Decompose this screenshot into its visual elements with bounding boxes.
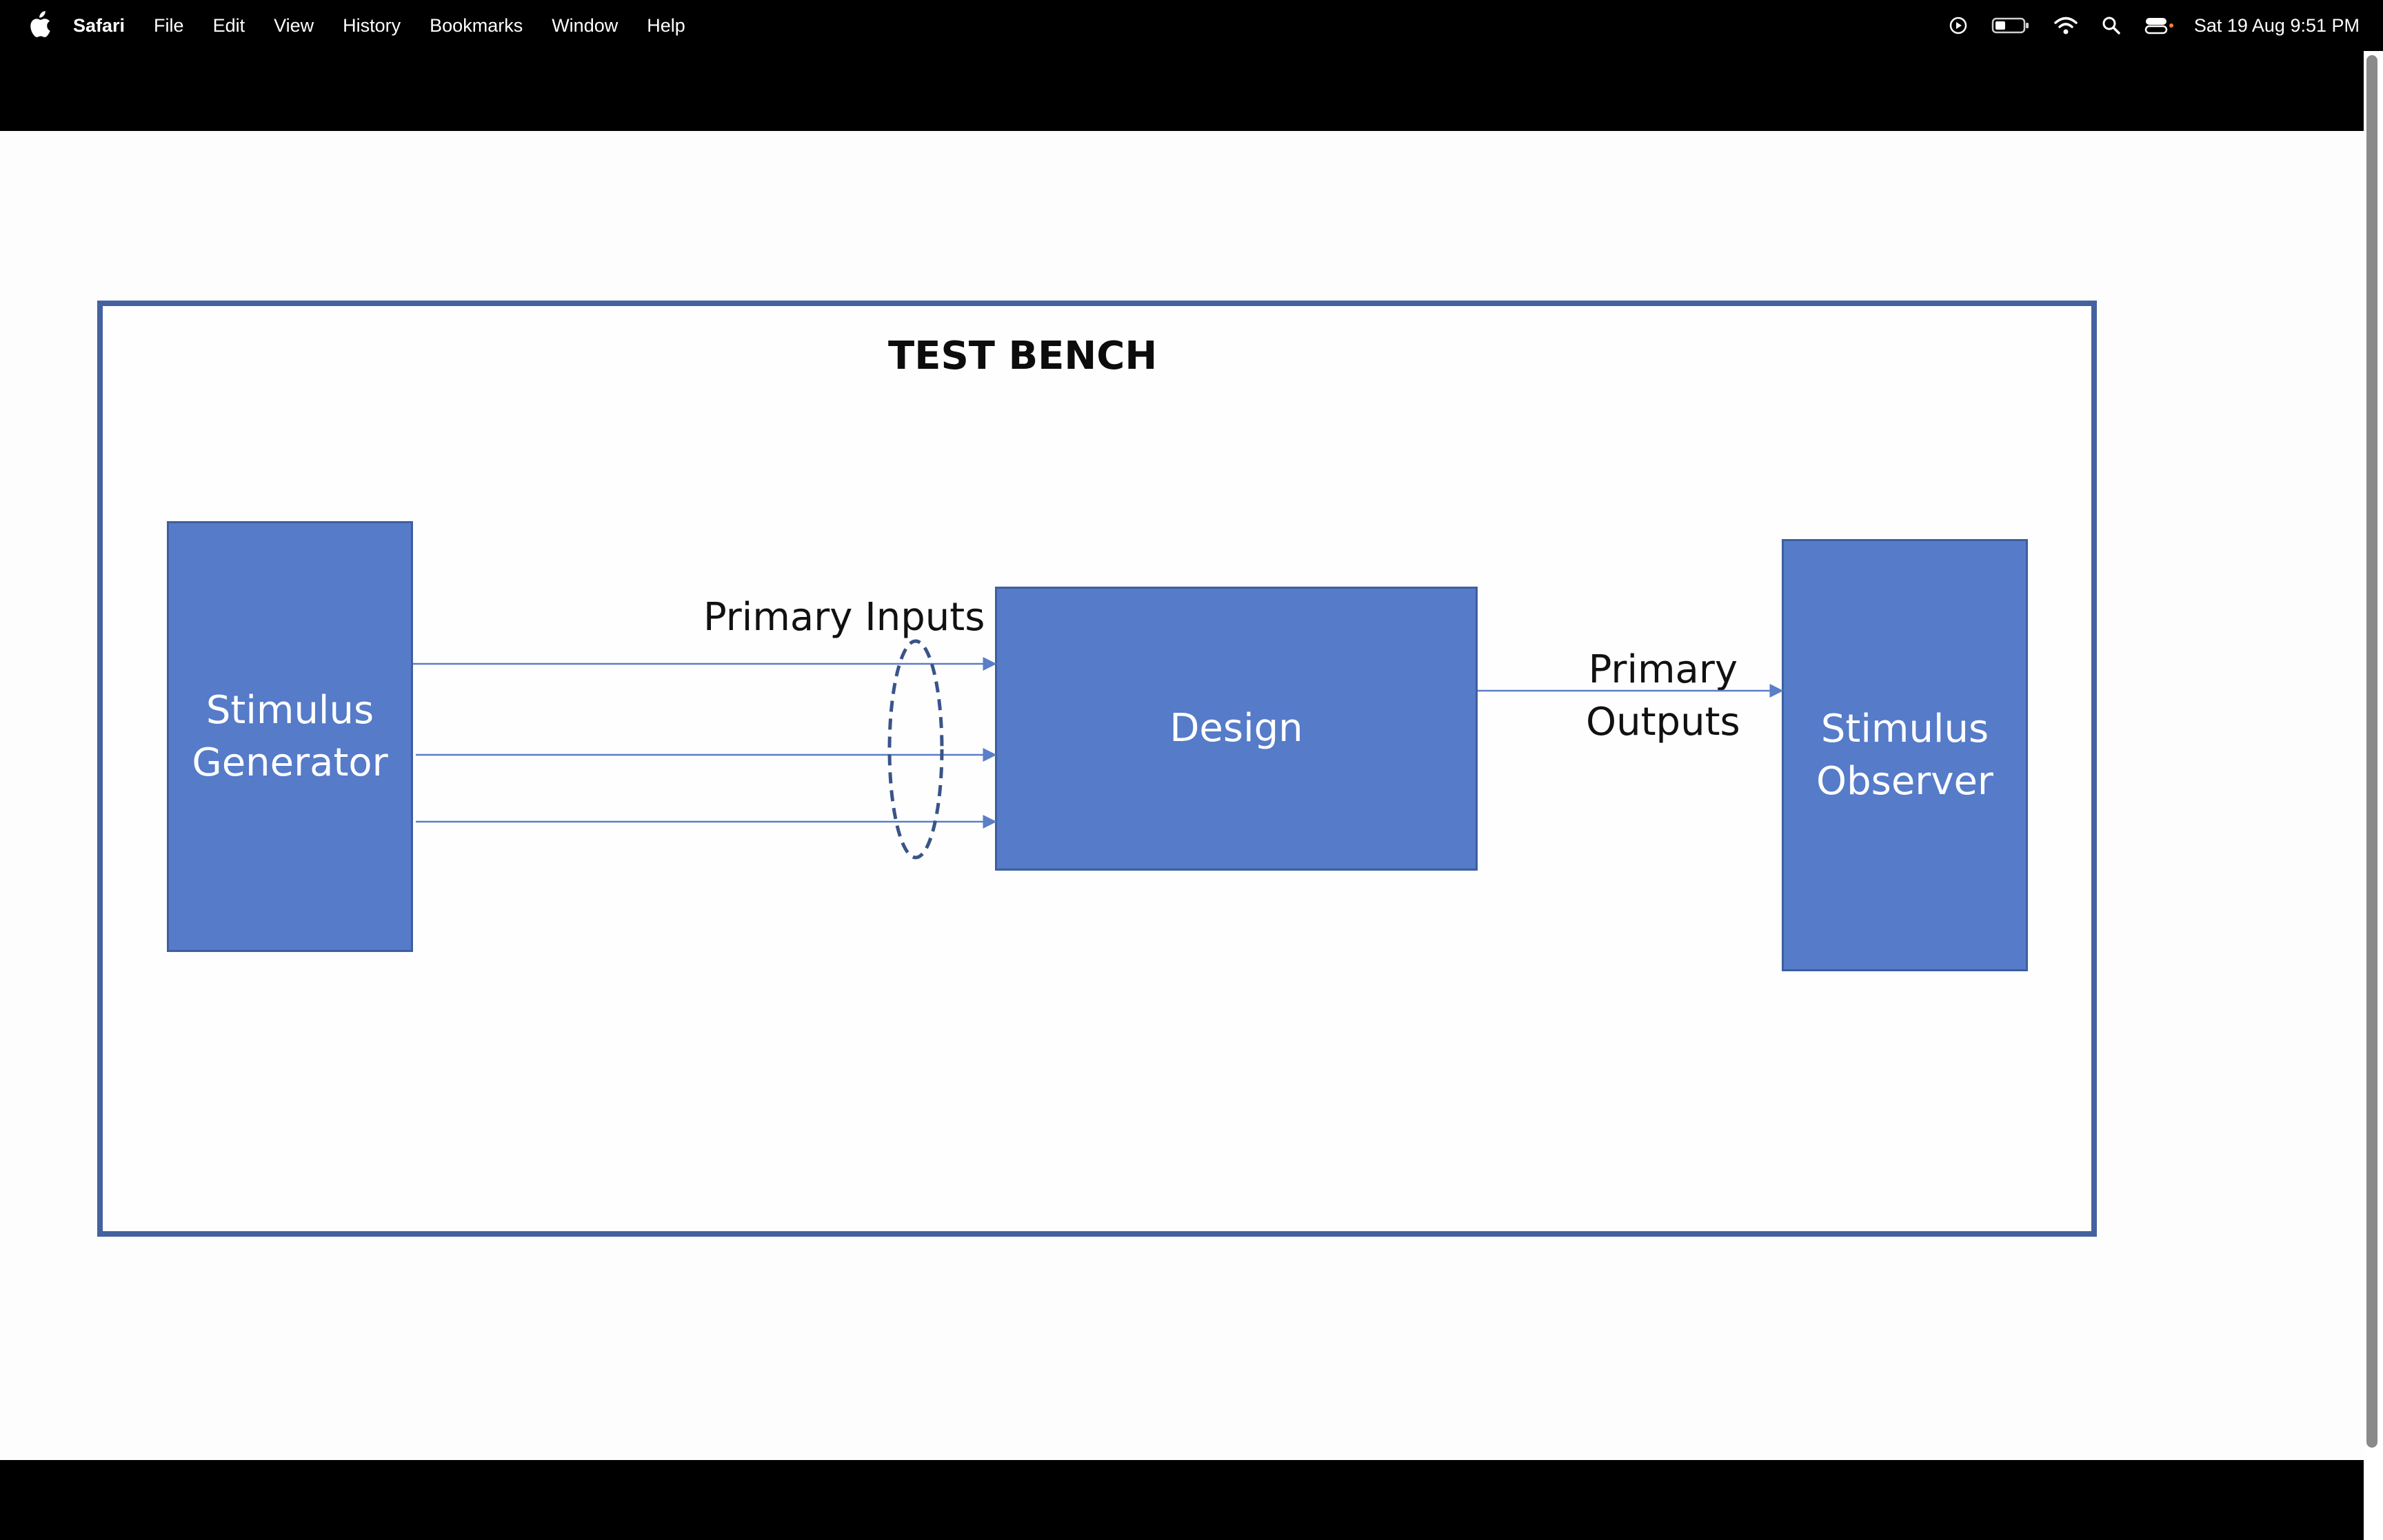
primary-outputs-label: Primary Outputs bbox=[1586, 644, 1740, 749]
spotlight-search-icon[interactable] bbox=[2102, 16, 2121, 35]
design-block: Design bbox=[995, 587, 1478, 871]
wifi-icon[interactable] bbox=[2053, 16, 2078, 35]
stimulus-observer-label-line2: Observer bbox=[1816, 758, 1993, 804]
stimulus-generator-block: Stimulus Generator bbox=[167, 521, 413, 952]
stimulus-observer-label-line1: Stimulus bbox=[1820, 706, 1989, 751]
apple-logo-icon[interactable] bbox=[28, 11, 51, 39]
screen-record-icon[interactable] bbox=[1949, 16, 1968, 35]
menu-file[interactable]: File bbox=[154, 14, 184, 36]
menu-bar: Safari File Edit View History Bookmarks … bbox=[0, 0, 2383, 51]
control-center-icon[interactable] bbox=[2144, 16, 2175, 35]
stimulus-generator-label-line1: Stimulus bbox=[205, 687, 374, 733]
scrollbar-thumb[interactable] bbox=[2366, 55, 2377, 1448]
menu-window[interactable]: Window bbox=[552, 14, 619, 36]
battery-icon[interactable] bbox=[1991, 16, 2030, 35]
primary-inputs-label: Primary Inputs bbox=[703, 595, 985, 640]
menu-help[interactable]: Help bbox=[647, 14, 685, 36]
test-bench-title: TEST BENCH bbox=[888, 334, 1158, 378]
menu-clock[interactable]: Sat 19 Aug 9:51 PM bbox=[2193, 14, 2360, 36]
menu-view[interactable]: View bbox=[274, 14, 314, 36]
bottom-bar bbox=[0, 1460, 2364, 1540]
primary-outputs-label-line2: Outputs bbox=[1586, 700, 1740, 744]
stimulus-observer-block: Stimulus Observer bbox=[1782, 539, 2028, 971]
menu-history[interactable]: History bbox=[343, 14, 401, 36]
menu-app-name[interactable]: Safari bbox=[73, 14, 125, 36]
stimulus-generator-label-line2: Generator bbox=[192, 740, 388, 785]
menu-bookmarks[interactable]: Bookmarks bbox=[430, 14, 523, 36]
design-label: Design bbox=[1169, 706, 1303, 751]
primary-outputs-label-line1: Primary bbox=[1588, 647, 1738, 692]
menu-edit[interactable]: Edit bbox=[212, 14, 245, 36]
